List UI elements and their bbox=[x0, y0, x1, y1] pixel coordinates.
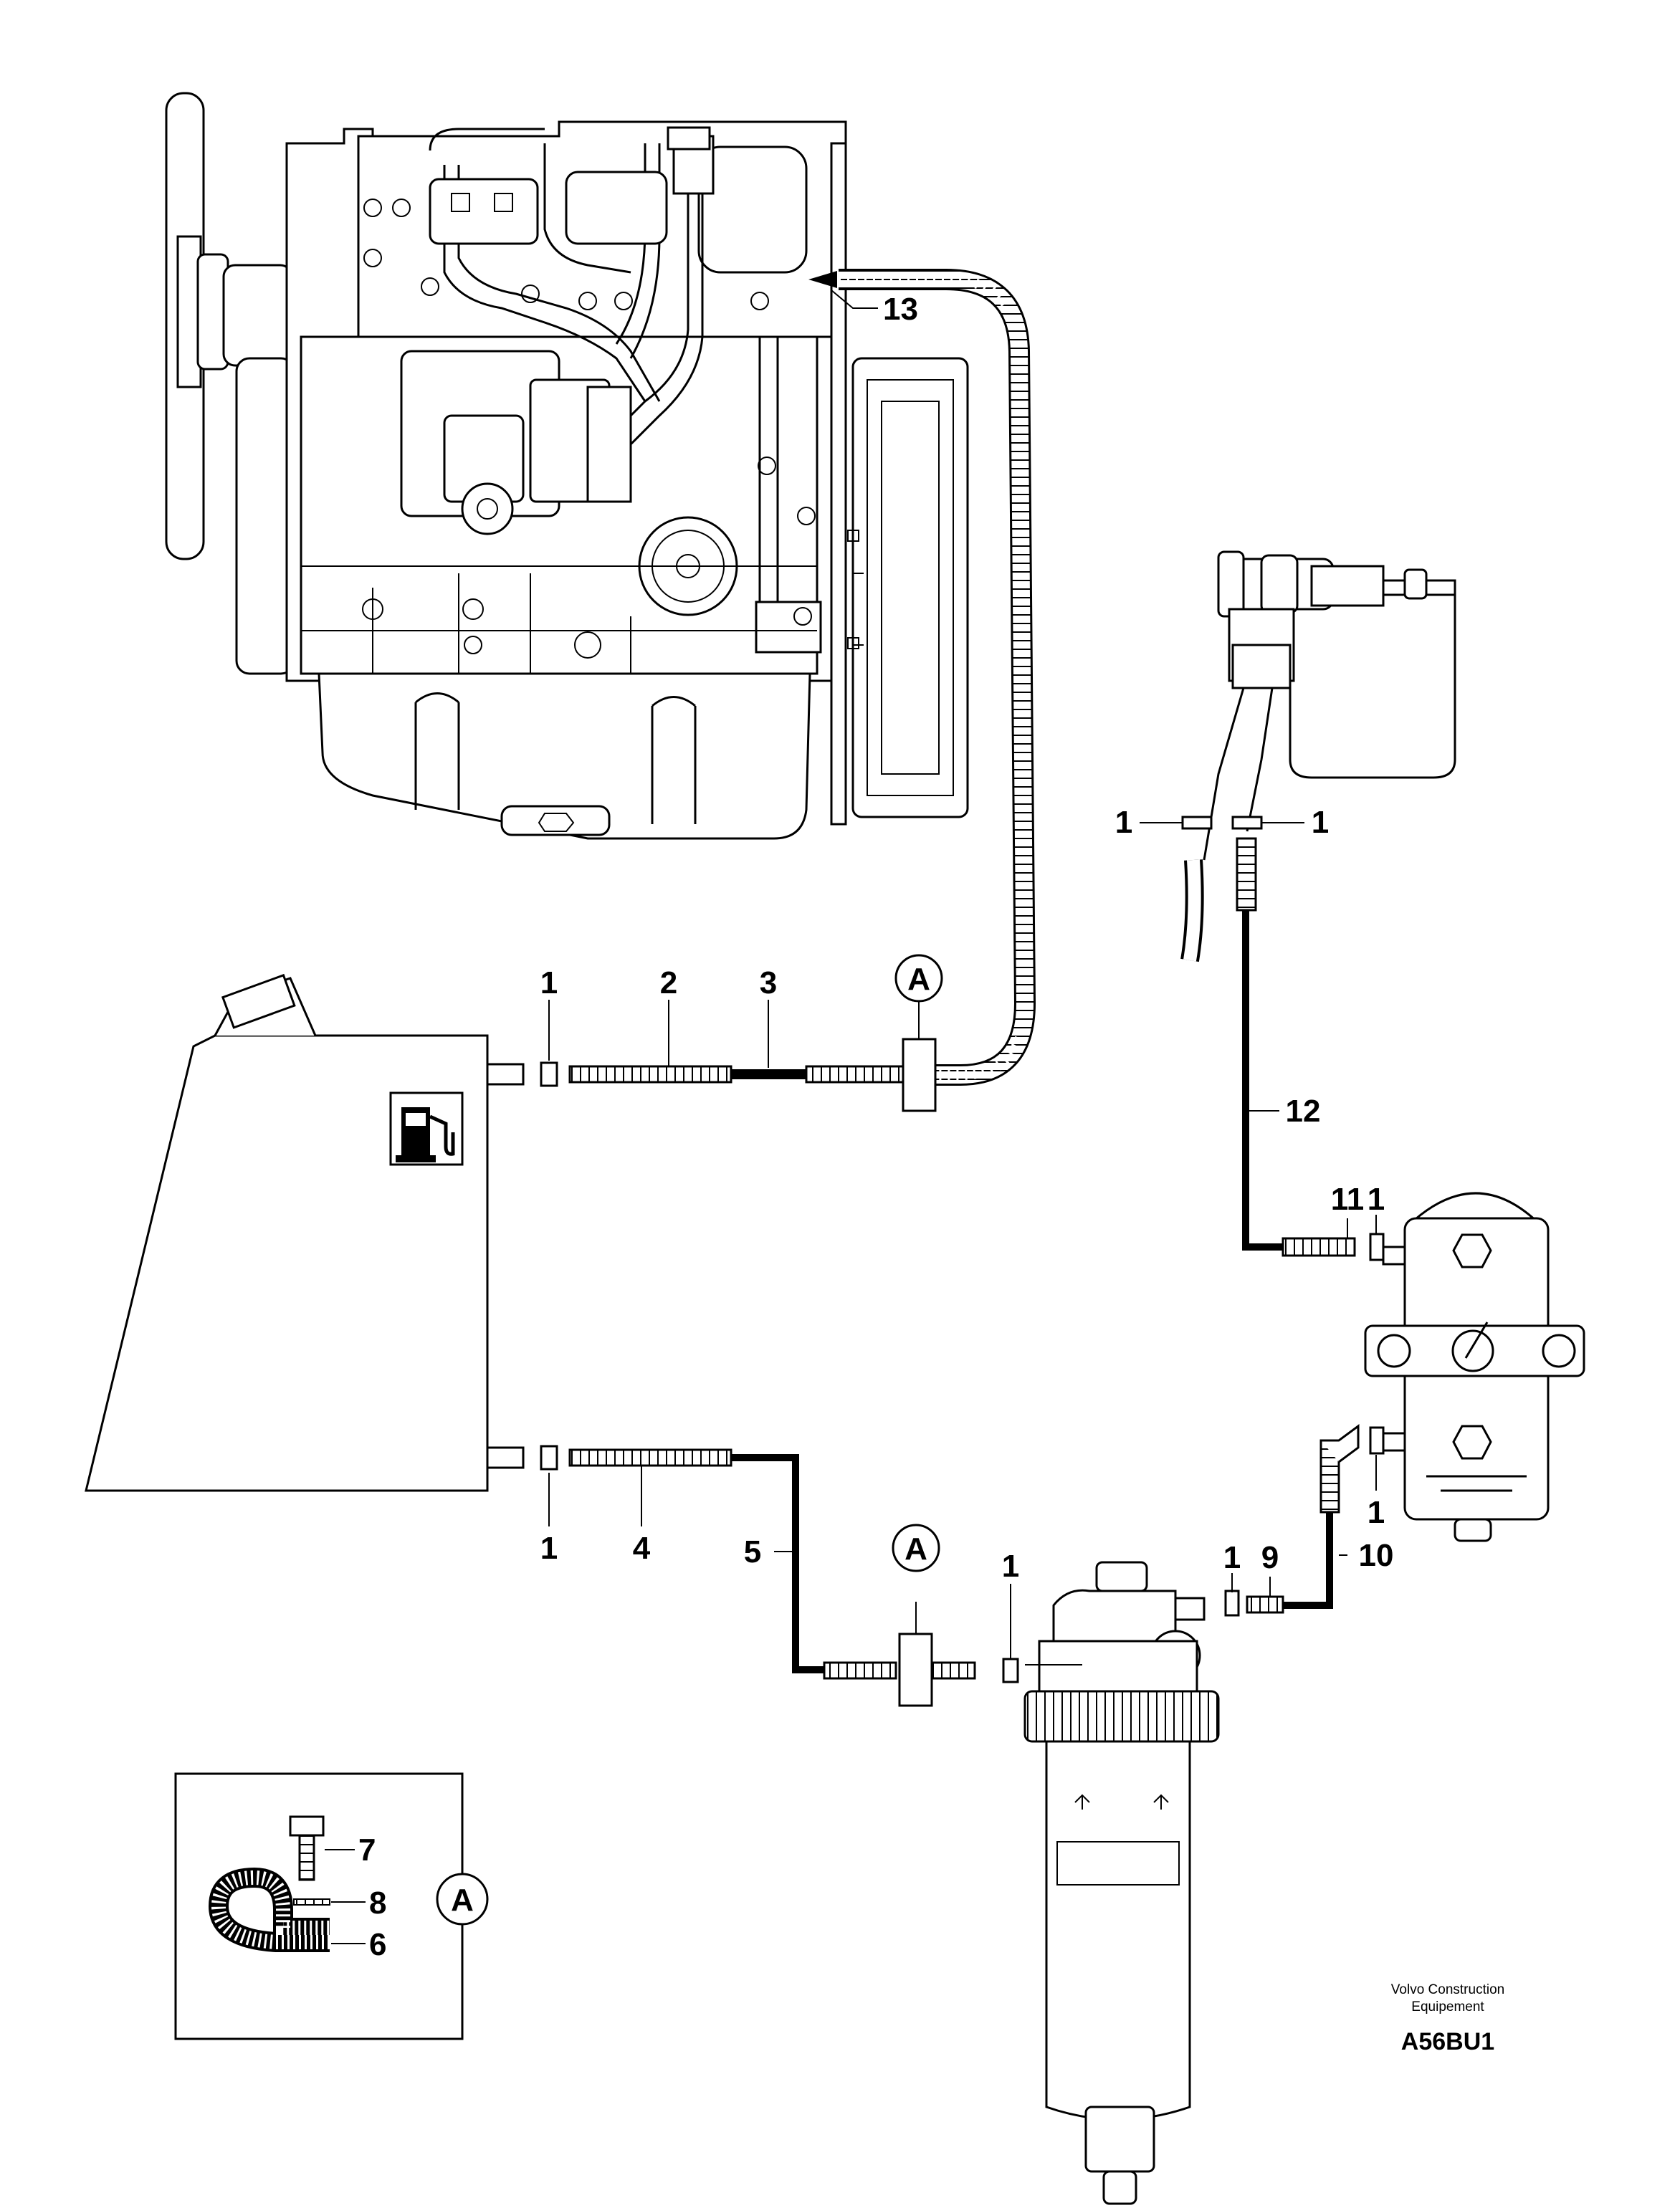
engine-illustration bbox=[165, 92, 969, 840]
return-hose-engine bbox=[839, 269, 1036, 1086]
svg-text:Volvo Construction: Volvo Construction bbox=[1391, 1982, 1504, 1997]
callout-9: 9 bbox=[1261, 1540, 1279, 1575]
detail-marker-a-lower: A bbox=[892, 1524, 940, 1572]
leader-lines bbox=[325, 290, 1377, 1944]
fuel-pump-unit bbox=[1364, 1192, 1585, 1542]
lower-fuel-line bbox=[540, 1445, 1019, 1707]
separator-outlet-line bbox=[1224, 1424, 1385, 1617]
drawing-credit: Volvo Construction Equipement A56BU1 bbox=[1391, 1982, 1504, 2055]
svg-text:A: A bbox=[907, 962, 930, 997]
callout-1-separator-left: 1 bbox=[1002, 1549, 1019, 1584]
callout-13: 13 bbox=[883, 292, 918, 327]
callout-1-filter-left: 1 bbox=[1115, 805, 1132, 840]
callout-10: 10 bbox=[1359, 1538, 1394, 1573]
callout-8: 8 bbox=[369, 1886, 386, 1921]
callout-1-pump-top: 1 bbox=[1368, 1182, 1385, 1217]
callout-4: 4 bbox=[633, 1531, 651, 1566]
detail-marker-a-upper: A bbox=[894, 954, 943, 1003]
fuel-pump-icon bbox=[389, 1091, 464, 1166]
hose-clamp-icon bbox=[208, 1867, 330, 1952]
callout-6: 6 bbox=[369, 1927, 386, 1962]
callout-1-filter-right: 1 bbox=[1312, 805, 1329, 840]
callout-7: 7 bbox=[358, 1832, 376, 1868]
svg-text:A: A bbox=[905, 1531, 927, 1567]
drawing-code: A56BU1 bbox=[1401, 2028, 1494, 2055]
callout-1-upper-left: 1 bbox=[540, 965, 558, 1000]
callout-labels: 13 1 1 1 2 3 12 11 1 1 1 4 5 1 1 9 10 7 … bbox=[358, 292, 1393, 1962]
svg-text:A: A bbox=[451, 1883, 474, 1918]
screw-icon bbox=[289, 1815, 325, 1881]
fuel-tank bbox=[85, 973, 525, 1492]
callout-12: 12 bbox=[1286, 1094, 1321, 1129]
fuel-filter-top-right bbox=[1180, 550, 1456, 1261]
detail-box-a bbox=[174, 1772, 464, 2040]
callout-3: 3 bbox=[760, 965, 777, 1000]
callout-2: 2 bbox=[660, 965, 677, 1000]
callout-5: 5 bbox=[744, 1534, 761, 1569]
callout-11: 11 bbox=[1331, 1182, 1365, 1217]
svg-text:Equipement: Equipement bbox=[1411, 1999, 1484, 2015]
callout-1-lower-left: 1 bbox=[540, 1531, 558, 1566]
callout-1-pump-bottom: 1 bbox=[1368, 1495, 1385, 1530]
water-separator-filter bbox=[1023, 1561, 1220, 2205]
callout-1-separator-right: 1 bbox=[1223, 1540, 1241, 1575]
upper-fuel-line bbox=[540, 1038, 937, 1112]
detail-marker-a-box: A bbox=[436, 1873, 489, 1926]
